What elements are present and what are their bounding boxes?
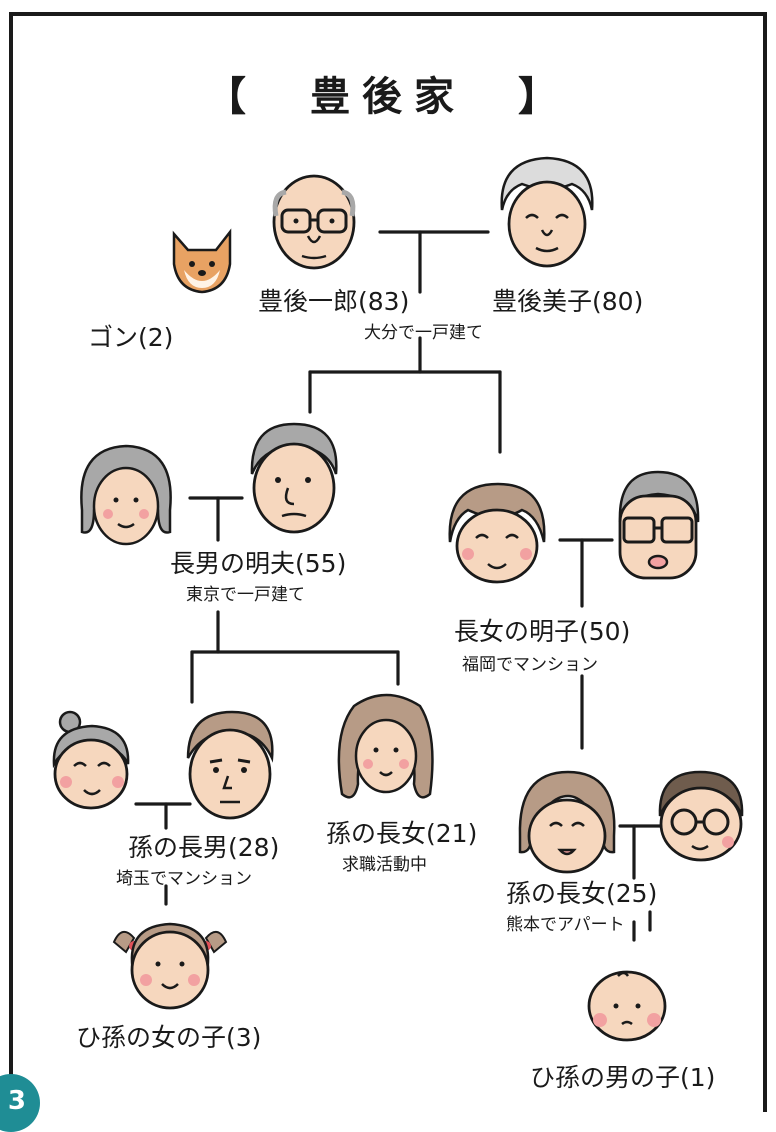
- label-granddaughter21: 孫の長女(21): [326, 819, 478, 848]
- ichiro-face-illustration: [272, 174, 356, 270]
- label-gon: ゴン(2): [88, 323, 174, 352]
- granddaughter21-face-illustration: [337, 693, 434, 799]
- label-akiko: 長女の明子(50): [454, 617, 631, 646]
- label-grandson: 孫の長男(28): [128, 833, 280, 862]
- great-girl-face-illustration: [112, 922, 228, 1010]
- note-granddaughter25: 熊本でアパート: [506, 915, 625, 935]
- akiko-husband-face-illustration: [618, 470, 700, 580]
- grandson-face-illustration: [186, 710, 274, 820]
- page-title: 【 豊後家 】: [206, 74, 570, 120]
- label-akio: 長男の明夫(55): [170, 549, 347, 578]
- akiko-face-illustration: [448, 482, 546, 584]
- note-akio: 東京で一戸建て: [186, 585, 305, 605]
- granddaughter25-face-illustration: [518, 770, 616, 874]
- granddaughter25-husband-face-illustration: [658, 770, 744, 862]
- note-ichiro: 大分で一戸建て: [364, 323, 483, 343]
- dog-gon-illustration: [172, 228, 232, 294]
- note-grandson: 埼玉でマンション: [116, 869, 252, 889]
- frame-border: [9, 12, 767, 1112]
- label-ichiro: 豊後一郎(83): [258, 287, 410, 316]
- grandson-wife-face-illustration: [52, 710, 130, 810]
- label-miko: 豊後美子(80): [492, 287, 644, 316]
- akio-wife-face-illustration: [80, 444, 172, 546]
- label-great-boy: ひ孫の男の子(1): [530, 1063, 716, 1092]
- note-akiko: 福岡でマンション: [462, 655, 598, 675]
- label-great-girl: ひ孫の女の子(3): [76, 1023, 262, 1052]
- akio-face-illustration: [250, 422, 338, 534]
- label-granddaughter25: 孫の長女(25): [506, 879, 658, 908]
- miko-face-illustration: [500, 156, 594, 268]
- note-granddaughter21: 求職活動中: [342, 855, 427, 875]
- great-boy-face-illustration: [587, 970, 667, 1042]
